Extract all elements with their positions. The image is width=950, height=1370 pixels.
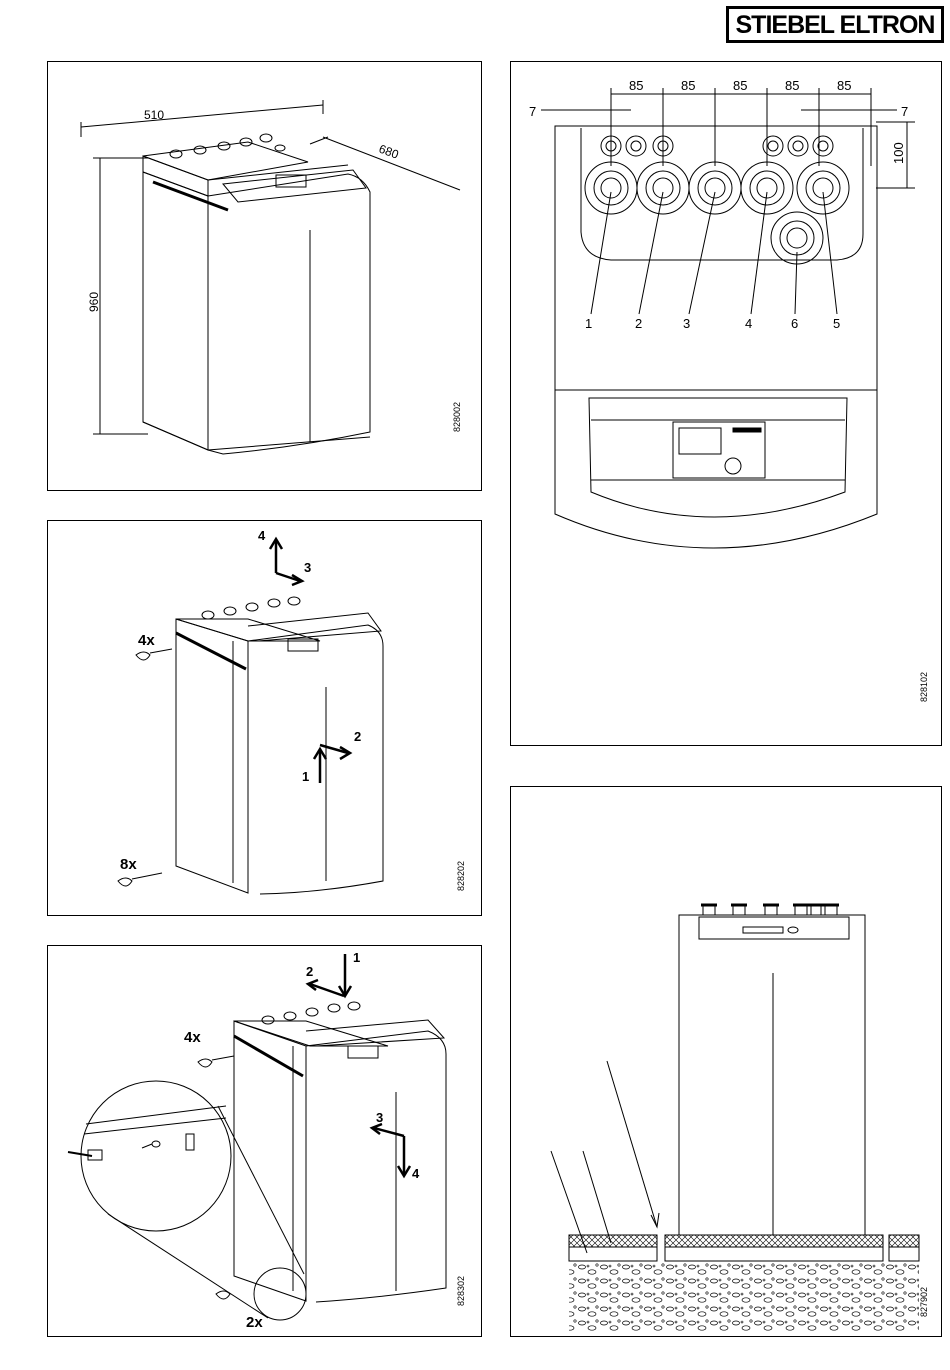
figure-code: 828302 xyxy=(456,1276,466,1306)
spacing-5: 85 xyxy=(837,78,851,93)
panel-detail-drawing: 1 2 3 4 4x 2x xyxy=(48,946,483,1338)
spacing-2: 85 xyxy=(681,78,695,93)
connection-label-5: 5 xyxy=(833,316,840,331)
figure-code: 828202 xyxy=(456,861,466,891)
figure-dimensions: 510 680 960 828002 xyxy=(47,61,482,491)
connection-label-4: 4 xyxy=(745,316,752,331)
step-label-2: 2 xyxy=(306,964,313,979)
screw-qty-top: 4x xyxy=(138,632,155,649)
step-label-3: 3 xyxy=(304,560,311,575)
connection-label-1: 1 xyxy=(585,316,592,331)
brand-logo-text: STIEBEL ELTRON xyxy=(729,10,941,40)
connection-label-2: 2 xyxy=(635,316,642,331)
screw-qty-bottom: 8x xyxy=(120,856,137,873)
brand-logo: STIEBEL ELTRON xyxy=(726,6,944,40)
connection-label-3: 3 xyxy=(683,316,690,331)
label-7-right: 7 xyxy=(901,104,908,119)
label-7-left: 7 xyxy=(529,104,536,119)
vertical-dimension: 100 xyxy=(891,142,906,164)
figure-floor-installation: 827902 xyxy=(510,786,942,1337)
step-label-4: 4 xyxy=(412,1166,420,1181)
floor-installation-drawing xyxy=(511,787,943,1338)
panel-removal-drawing: 4 3 2 1 4x 8x xyxy=(48,521,483,917)
spacing-4: 85 xyxy=(785,78,799,93)
step-label-3: 3 xyxy=(376,1110,383,1125)
spacing-1: 85 xyxy=(629,78,643,93)
screw-qty-bottom: 2x xyxy=(246,1314,263,1331)
step-label-1: 1 xyxy=(353,950,360,965)
spacing-3: 85 xyxy=(733,78,747,93)
figure-connections-top-view: 85 85 85 85 85 7 7 100 1 2 3 4 6 5 82810… xyxy=(510,61,942,746)
figure-code: 827902 xyxy=(919,1287,929,1317)
step-label-2: 2 xyxy=(354,729,361,744)
screw-qty-top: 4x xyxy=(184,1029,201,1046)
connections-drawing: 85 85 85 85 85 7 7 100 1 2 3 4 6 5 xyxy=(511,62,943,747)
figure-code: 828002 xyxy=(452,402,462,432)
figure-panel-detail: 1 2 3 4 4x 2x 828302 xyxy=(47,945,482,1337)
figure-panel-removal: 4 3 2 1 4x 8x 828202 xyxy=(47,520,482,916)
dimensions-drawing: 510 680 960 xyxy=(48,62,483,492)
width-label: 510 xyxy=(144,108,164,122)
height-label: 960 xyxy=(87,292,101,312)
step-label-1: 1 xyxy=(302,769,309,784)
connection-label-6: 6 xyxy=(791,316,798,331)
step-label-4: 4 xyxy=(258,528,266,543)
figure-code: 828102 xyxy=(919,672,929,702)
